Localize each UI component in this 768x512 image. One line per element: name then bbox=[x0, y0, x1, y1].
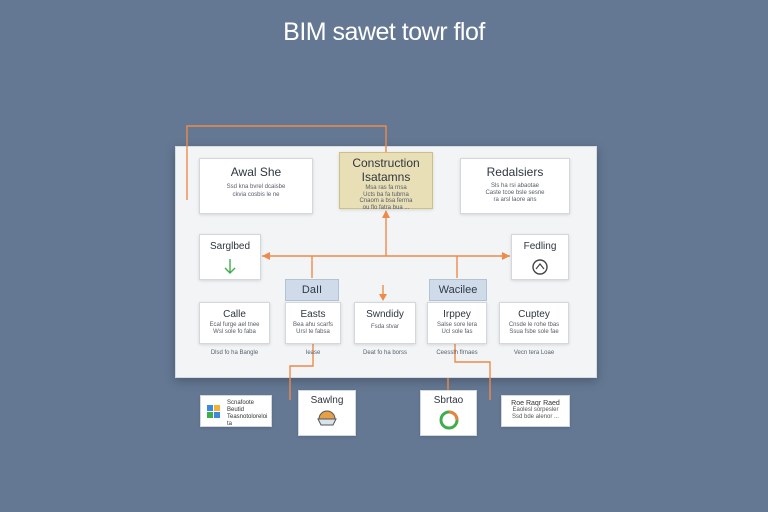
card-desc-line: Cnsde le rohe tbas bbox=[508, 322, 560, 328]
card-redalsiers[interactable]: Redalsiers Sls ha rsi abaotae Caste tcoe… bbox=[460, 158, 570, 214]
card-desc-line: ra arsl laore ans bbox=[493, 197, 537, 203]
card-desc-line: ou flo fatra bua ... bbox=[362, 204, 410, 211]
card-desc-line: Cnaom a bsa ferrna bbox=[359, 198, 413, 204]
card-roe-raqr-raed[interactable]: Roe Raqr Raed Eaolesl sorpesler Ssd bde … bbox=[501, 395, 570, 427]
card-label: Sarglbed bbox=[209, 241, 251, 252]
caption: Vecn tera Loae bbox=[513, 350, 555, 356]
caption: Dlsd fo ha Bangle bbox=[210, 350, 259, 356]
card-label: Swndidy bbox=[366, 309, 404, 320]
card-desc-line: Teasnotoloreloi ta bbox=[227, 414, 268, 427]
card-desc-line: Caste tcoe bsle sesne bbox=[485, 190, 545, 196]
card-label-2: Isatamns bbox=[361, 170, 411, 184]
card-label: Construction bbox=[352, 156, 420, 170]
card-label: Scnafoote bbox=[227, 400, 255, 406]
card-desc-line: Sls ha rsi abaotae bbox=[490, 183, 540, 189]
card-label: Fedling bbox=[523, 241, 557, 252]
card-desc-line: Ssd kna bvrel dcaisbe bbox=[226, 184, 286, 190]
card-desc-line: Ursl te fabsa bbox=[296, 329, 330, 335]
card-sbrtao[interactable]: Sbrtao bbox=[420, 390, 477, 436]
card-label: Irppey bbox=[443, 309, 471, 320]
card-label: Cuptey bbox=[518, 309, 550, 320]
card-desc-line: Ecal furge ael tnee bbox=[209, 322, 260, 328]
tag-wacilee[interactable]: Wacilee bbox=[429, 279, 487, 301]
card-desc-line: Salse sore lera bbox=[436, 322, 478, 328]
card-fedling[interactable]: Fedling bbox=[511, 234, 569, 280]
card-desc-line: Msa ras fa rnsa bbox=[365, 185, 407, 191]
card-desc-line: Bea ahu scarfs bbox=[292, 322, 334, 328]
caption: Ceesslh flrnaes bbox=[436, 350, 478, 356]
card-label: Sbrtao bbox=[433, 395, 464, 406]
card-awal-she[interactable]: Awal She Ssd kna bvrel dcaisbe ckvia cosb… bbox=[199, 158, 313, 214]
card-desc-line: Wsl sole fo faba bbox=[213, 329, 256, 335]
card-label: Sawlng bbox=[310, 395, 344, 406]
card-label: Easts bbox=[300, 309, 326, 320]
card-desc-line: Ssd bde alenor ... bbox=[511, 414, 560, 420]
caption: Iease bbox=[305, 350, 321, 356]
caption: Deat fo ha borss bbox=[362, 350, 408, 356]
card-label-2: Beutid bbox=[227, 407, 245, 413]
card-swndidy[interactable]: Swndidy Fsda stvar bbox=[354, 302, 416, 344]
card-desc-line: Eaolesl sorpesler bbox=[512, 407, 559, 413]
tag-daii[interactable]: DaII bbox=[285, 279, 339, 301]
card-sawlng[interactable]: Sawlng bbox=[298, 390, 356, 436]
helmet-icon bbox=[317, 410, 337, 426]
windows-logo-icon bbox=[207, 405, 220, 418]
card-sarglbed[interactable]: Sarglbed bbox=[199, 234, 261, 280]
card-construction[interactable]: Construction Isatamns Msa ras fa rnsa Uc… bbox=[339, 152, 433, 211]
card-scnafoote[interactable]: Scnafoote Beutid Teasnotoloreloi ta bbox=[200, 395, 272, 427]
card-label: Roe Raqr Raed bbox=[511, 400, 560, 407]
card-desc-line: ckvia cosbis le ne bbox=[232, 192, 280, 198]
card-label: Redalsiers bbox=[486, 165, 544, 179]
card-desc-line: Ucl sole fas bbox=[441, 329, 473, 335]
card-label: Awal She bbox=[230, 165, 282, 179]
diagram-title: BIM sawet towr flof bbox=[283, 18, 485, 46]
card-desc-line: Fsda stvar bbox=[370, 324, 399, 330]
progress-ring-icon bbox=[439, 410, 458, 430]
card-label: Calle bbox=[223, 309, 246, 320]
arrow-down-icon bbox=[224, 259, 236, 274]
card-desc-line: Ssua fsbe sole fae bbox=[509, 329, 559, 335]
gauge-icon bbox=[532, 259, 548, 275]
card-desc-line: Ucts ba fa tubrna bbox=[363, 191, 409, 198]
